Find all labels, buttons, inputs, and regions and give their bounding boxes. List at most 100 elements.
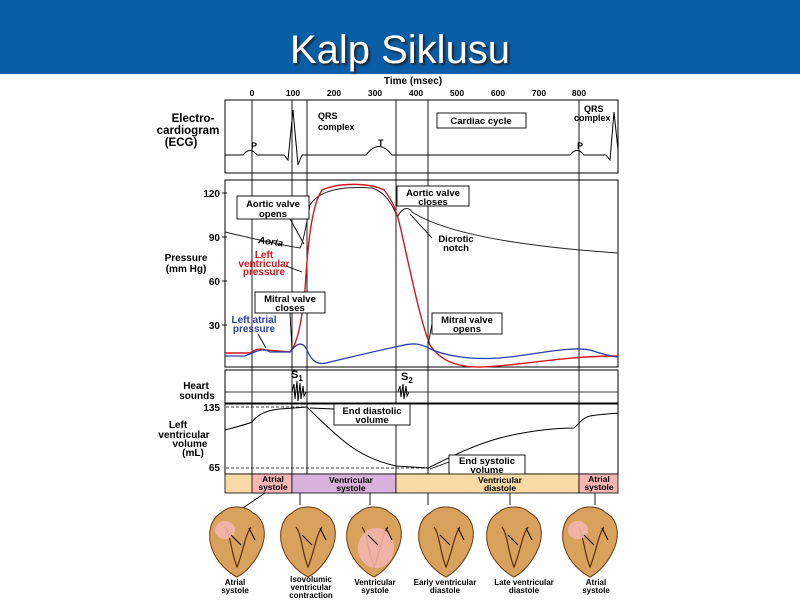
lv-pressure-curve (225, 183, 619, 368)
s2-letter: S (401, 371, 408, 383)
volume-panel (224, 403, 619, 475)
cardiac-cycle-box (436, 112, 527, 129)
s2-waveform (397, 383, 410, 400)
heart-icon (209, 506, 265, 578)
leader-line (289, 312, 293, 351)
s1-subscript: 1 (298, 374, 303, 383)
aorta-label: Aorta (257, 235, 284, 249)
time-tick: 400 (409, 88, 423, 98)
aortic-valve-closes-label: closes (418, 197, 448, 208)
leader-line (409, 213, 433, 239)
time-tick: 100 (286, 88, 300, 98)
phase-arrow (239, 492, 266, 511)
heart-caption: ventricular (291, 583, 332, 592)
ecg-label: cardiogram (157, 125, 220, 137)
lv-volume-curve (224, 406, 619, 469)
dicrotic-notch-label: notch (443, 243, 469, 254)
edv-label: End diastolic (342, 406, 401, 417)
heart-caption: Late ventricular (494, 578, 554, 587)
aortic-valve-opens-label: Aortic valve (246, 199, 300, 210)
heart-icon (486, 506, 542, 578)
ecg-t-wave-label: T (378, 138, 384, 148)
heart-sounds-panel (224, 369, 619, 404)
heart-caption: Ventricular (354, 578, 395, 587)
ecg-label: Electro- (172, 113, 215, 125)
phase-label: systole (258, 482, 288, 492)
heart-sounds-label: sounds (179, 391, 215, 402)
slide-title: Kalp Siklusu (289, 28, 511, 72)
mitral-valve-opens-label: Mitral valve (441, 315, 493, 326)
heart-icon (280, 506, 336, 578)
aortic-valve-opens-label: opens (259, 209, 287, 220)
heart-caption: Atrial (225, 578, 245, 587)
phase-label: Ventricular (478, 475, 523, 485)
edv-box (333, 403, 411, 426)
ecg-label: (ECG) (165, 137, 198, 149)
pressure-label: Pressure (165, 253, 208, 264)
heart-caption: diastole (430, 586, 461, 595)
mitral-valve-opens-label: opens (453, 324, 481, 335)
aortic-valve-closes-box (396, 185, 470, 207)
heart-caption: systole (582, 586, 610, 595)
ecg-trace (225, 109, 619, 166)
mitral-valve-closes-label: Mitral valve (264, 294, 316, 305)
heart-caption: Atrial (586, 578, 606, 587)
heart-icon (346, 506, 402, 578)
lv-pressure-label: ventricular (238, 259, 289, 270)
heart-sounds-label: Heart (183, 381, 209, 392)
aortic-valve-opens-box (236, 195, 310, 220)
esv-label: End systolic (459, 456, 515, 467)
volume-label: ventricular (158, 430, 209, 441)
phase-label: diastole (484, 483, 516, 493)
mitral-valve-opens-box (431, 312, 503, 335)
mitral-valve-closes-label: closes (275, 303, 305, 314)
time-tick: 700 (532, 88, 546, 98)
ecg-p-wave-label: P (251, 141, 257, 151)
s1-label: S1 (291, 369, 303, 383)
heart-icon (418, 506, 474, 578)
s2-subscript: 2 (408, 376, 413, 385)
heart-caption: Early ventricular (414, 578, 477, 587)
phase-label: Atrial (262, 474, 284, 484)
time-tick: 0 (250, 88, 255, 98)
time-axis-title: Time (msec) (384, 76, 442, 87)
volume-label: volume (172, 439, 207, 450)
qrs-label: QRS (584, 104, 604, 114)
phase-label: Atrial (588, 474, 610, 484)
heart-caption: Isovolumic (290, 575, 332, 584)
time-tick: 300 (368, 88, 382, 98)
pressure-tick: 90 (209, 233, 221, 244)
phase-label: Ventricular (329, 475, 374, 485)
pressure-tick: 30 (209, 321, 221, 332)
qrs-label: complex (574, 113, 611, 123)
aorta-pressure-curve (224, 186, 619, 254)
edv-label: volume (355, 415, 388, 426)
title-banner (0, 0, 800, 74)
pressure-label: (mm Hg) (166, 264, 207, 275)
qrs-label: QRS (318, 111, 338, 121)
ecg-p-wave-label: P (577, 141, 583, 151)
time-tick: 500 (450, 88, 464, 98)
aortic-valve-closes-label: Aortic valve (406, 188, 460, 199)
heart-caption: systole (221, 586, 249, 595)
la-pressure-label: pressure (233, 324, 276, 335)
leader-line (257, 333, 267, 349)
leader-line (285, 265, 303, 273)
time-tick: 800 (572, 88, 586, 98)
pressure-panel (224, 179, 619, 368)
s1-letter: S (291, 369, 298, 381)
s2-label: S2 (401, 371, 413, 385)
phase-label: systole (584, 482, 614, 492)
la-pressure-label: Left atrial (231, 315, 276, 326)
leader-line (289, 218, 305, 245)
dicrotic-notch-label: Dicrotic (438, 234, 473, 245)
heart-caption: contraction (289, 591, 333, 600)
qrs-label: complex (318, 122, 355, 132)
heart-icon (562, 506, 618, 578)
volume-tick: 135 (203, 403, 220, 414)
la-pressure-curve (225, 343, 619, 365)
volume-tick: 65 (209, 463, 221, 474)
esv-label: volume (470, 465, 503, 476)
heart-caption: diastole (509, 586, 540, 595)
